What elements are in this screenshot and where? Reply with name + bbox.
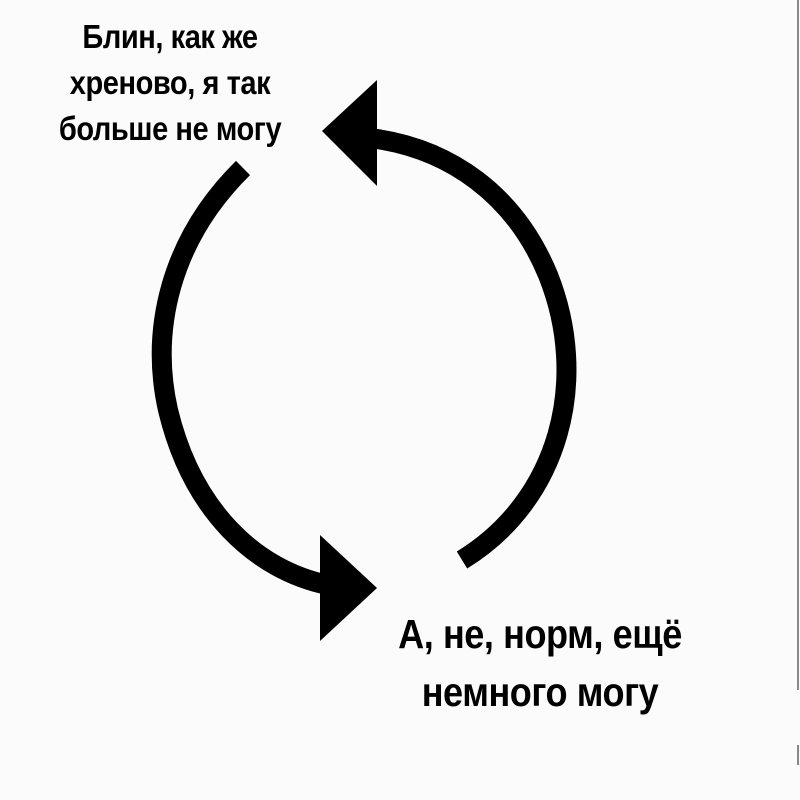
caption-bottom-line-2: немного могу: [421, 669, 659, 715]
caption-bottom-line-1: А, не, норм, ещё: [398, 611, 682, 657]
caption-top-left: Блин, как же хреново, я так больше не мо…: [20, 14, 319, 152]
right-edge-divider-fragment: [797, 745, 799, 765]
caption-top-line-2: хреново, я так: [69, 64, 271, 101]
caption-top-line-1: Блин, как же: [82, 18, 258, 55]
caption-bottom-right: А, не, норм, ещё немного могу: [373, 605, 707, 721]
caption-top-line-3: больше не могу: [58, 110, 282, 147]
right-arc-arrow-icon: [322, 80, 577, 569]
left-arc-arrow-icon: [151, 160, 377, 641]
right-edge-divider: [797, 0, 799, 690]
